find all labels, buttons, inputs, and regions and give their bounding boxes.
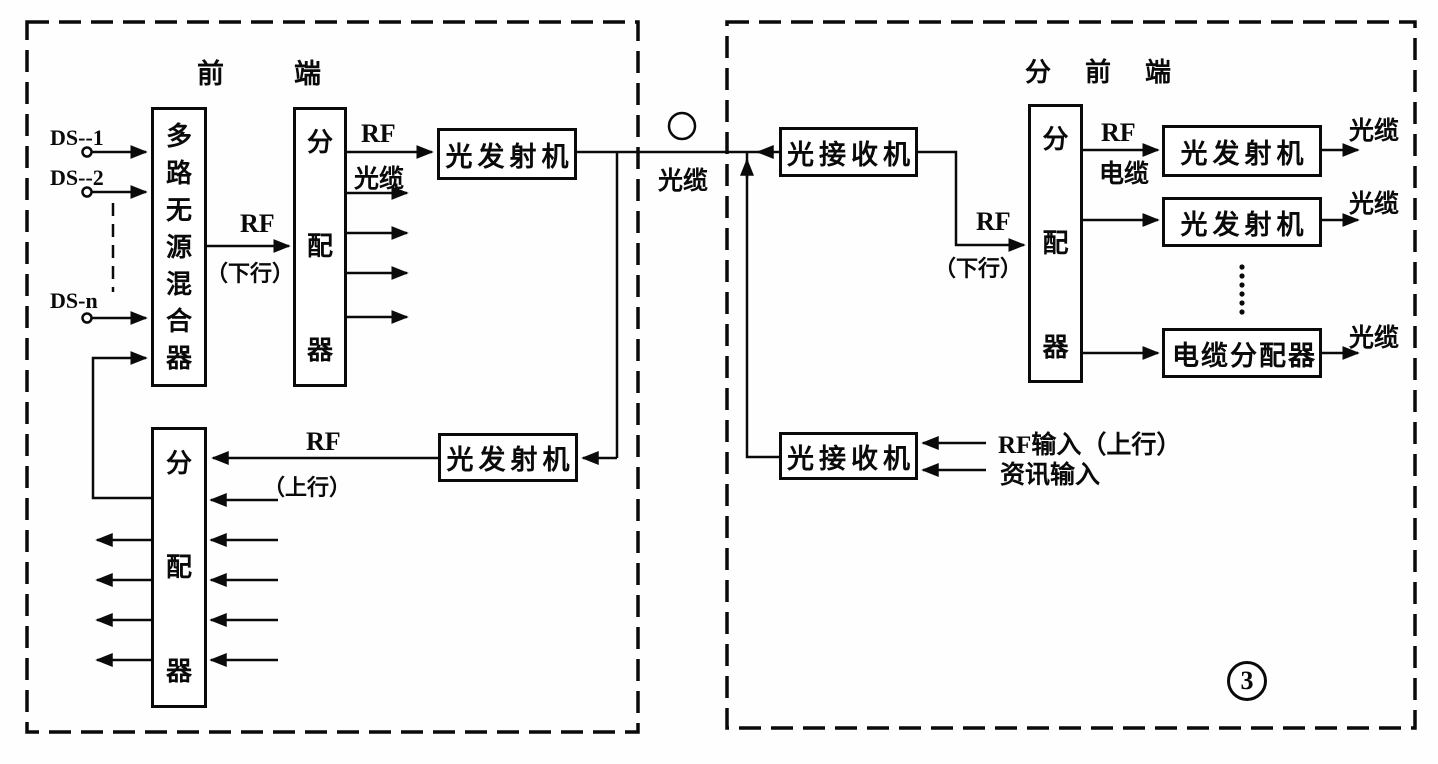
trunk-fiber-label: 光缆 — [658, 168, 709, 195]
optical-receiver-uplink-box: 光接收机 — [779, 432, 918, 480]
fiber-out-3-label: 光缆 — [1349, 325, 1400, 352]
cable-splitter-box: 电缆分配器 — [1162, 328, 1322, 378]
optical-transmitter-downlink-box: 光发射机 — [437, 128, 577, 180]
rf-downstream-sub-right: （下行） — [934, 256, 1023, 281]
uplink-splitter-box: 分 配 器 — [151, 427, 207, 708]
fiber-junction-icon — [667, 111, 697, 141]
optical-transmitter-2-box: 光发射机 — [1162, 197, 1322, 247]
input-terminal-icon — [81, 312, 93, 324]
fiber-out-1-label: 光缆 — [1349, 118, 1400, 145]
downlink-splitter-box: 分 配 器 — [293, 107, 347, 387]
input-terminal-icon — [81, 146, 93, 158]
ds2-label: DS--2 — [50, 165, 104, 190]
rf-upstream-label: RF — [306, 427, 341, 456]
subheadend-boundary — [725, 20, 1417, 730]
headend-title: 前端 — [197, 59, 391, 89]
rf-downstream-label-left: RF — [240, 209, 275, 238]
signal-lines — [81, 111, 1360, 667]
cable-label: 电缆 — [1099, 161, 1150, 188]
data-input-label: 资讯输入 — [1000, 462, 1101, 489]
fiber-out-2-label: 光缆 — [1349, 191, 1400, 218]
fiber-out-label-left: 光缆 — [354, 166, 405, 193]
dsn-label: DS-n — [50, 288, 98, 313]
optical-receiver-downlink-box: 光接收机 — [779, 127, 918, 177]
multichannel-passive-mixer-box: 多 路 无 源 混 合 器 — [151, 107, 207, 387]
rf-uplink-input-label: RF输入（上行） — [998, 432, 1182, 459]
rf-cable-label: RF — [1101, 118, 1136, 147]
optical-transmitter-1-box: 光发射机 — [1162, 125, 1322, 177]
ds1-label: DS--1 — [50, 125, 104, 150]
subheadend-splitter-box: 分 配 器 — [1028, 104, 1083, 383]
vertical-ellipsis-icon — [1239, 264, 1245, 315]
rf-upstream-sub: （上行） — [263, 475, 352, 500]
optical-transmitter-uplink-box: 光发射机 — [438, 433, 578, 482]
input-terminal-icon — [81, 186, 93, 198]
rf-downstream-label-right: RF — [976, 207, 1011, 236]
headend-boundary — [25, 20, 640, 734]
figure-number-badge: 3 — [1227, 661, 1267, 701]
rf-out-label-left: RF — [361, 119, 396, 148]
subheadend-title: 分前端 — [1025, 58, 1206, 87]
rf-downstream-sub-left: （下行） — [206, 261, 295, 286]
figure-number: 3 — [1240, 666, 1254, 695]
